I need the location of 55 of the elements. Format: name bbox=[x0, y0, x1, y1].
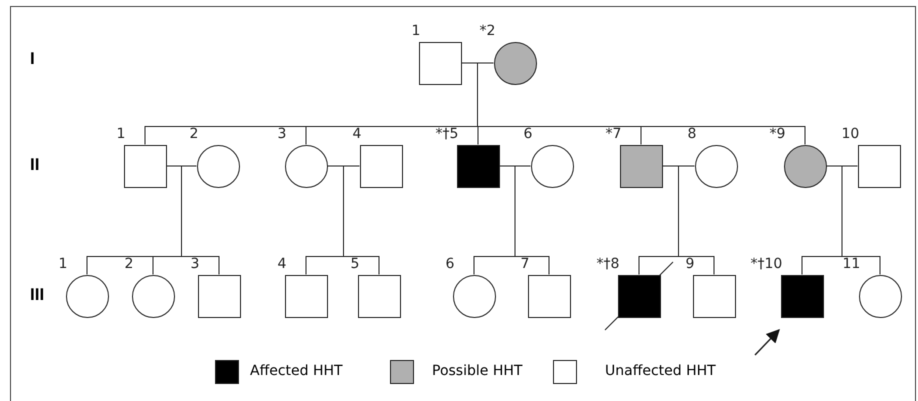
individual-number: *†5 bbox=[436, 126, 458, 142]
individual-number: 5 bbox=[350, 256, 360, 272]
individual-number: 6 bbox=[446, 256, 454, 272]
individual-number: *9 bbox=[770, 126, 786, 142]
female-circle bbox=[784, 144, 826, 188]
male-square bbox=[456, 144, 500, 188]
individual-number: *†8 bbox=[596, 256, 620, 272]
male-square bbox=[528, 274, 570, 318]
individual-number: 1 bbox=[412, 22, 420, 38]
individual-number: 3 bbox=[278, 126, 286, 142]
male-square bbox=[418, 42, 462, 84]
male-square bbox=[284, 274, 328, 318]
female-circle bbox=[66, 274, 108, 318]
individual-number: 2 bbox=[190, 126, 198, 142]
legend-label: Affected HHT bbox=[250, 363, 343, 379]
male-square bbox=[124, 144, 166, 188]
legend-label: Unaffected HHT bbox=[605, 363, 716, 379]
generation-label: II bbox=[30, 155, 40, 175]
male-square bbox=[858, 144, 900, 188]
male-square bbox=[620, 144, 662, 188]
individual-number: *2 bbox=[480, 22, 496, 38]
individual-number: 2 bbox=[124, 256, 134, 272]
individual-number: *†10 bbox=[750, 256, 782, 272]
female-circle bbox=[694, 144, 738, 188]
individual-number: 1 bbox=[58, 256, 68, 272]
female-circle bbox=[132, 274, 174, 318]
individual-number: 10 bbox=[842, 126, 860, 142]
individual-number: 6 bbox=[524, 126, 532, 142]
male-square bbox=[692, 274, 736, 318]
female-circle bbox=[196, 144, 240, 188]
male-square bbox=[198, 274, 240, 318]
male-square bbox=[618, 274, 660, 318]
female-circle bbox=[530, 144, 574, 188]
individual-number: 11 bbox=[842, 256, 860, 272]
individual-number: 4 bbox=[278, 256, 286, 272]
individual-number: 8 bbox=[688, 126, 696, 142]
female-circle bbox=[452, 274, 496, 318]
male-square bbox=[358, 274, 400, 318]
descent-line bbox=[181, 166, 220, 275]
individual-number: 3 bbox=[190, 256, 200, 272]
female-circle bbox=[858, 274, 902, 318]
individual-number: 4 bbox=[352, 126, 362, 142]
individual-number: 9 bbox=[686, 256, 694, 272]
descent-line bbox=[678, 166, 714, 275]
male-square bbox=[780, 274, 824, 318]
generation-label: III bbox=[30, 285, 44, 305]
male-square bbox=[360, 144, 402, 188]
generation-label: I bbox=[30, 49, 35, 69]
individual-number: 7 bbox=[520, 256, 530, 272]
individual-number: *7 bbox=[606, 126, 622, 142]
female-circle bbox=[284, 144, 328, 188]
legend-label: Possible HHT bbox=[432, 363, 522, 379]
individual-number: 1 bbox=[116, 126, 126, 142]
female-circle bbox=[494, 42, 536, 84]
proband-arrow bbox=[754, 329, 780, 356]
